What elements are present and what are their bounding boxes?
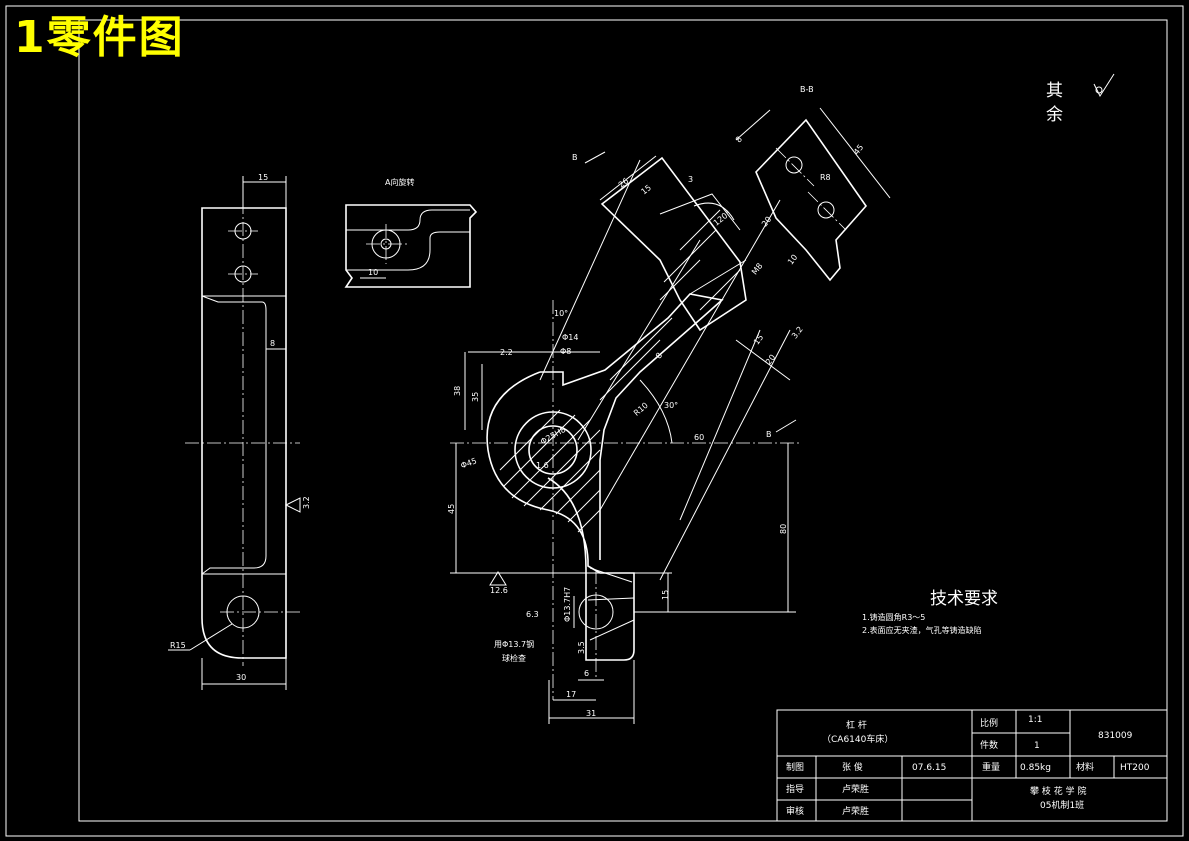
rest-text-2: 余: [1046, 105, 1063, 125]
material-value: HT200: [1120, 763, 1150, 773]
qty-label: 件数: [980, 739, 998, 751]
machine-name: （CA6140车床）: [822, 733, 893, 745]
inner-border: [78, 19, 1168, 822]
dim-r15: R15: [170, 641, 186, 650]
review-label: 审核: [786, 805, 804, 817]
title-block: 杠 杆 （CA6140车床） 比例 1:1 件数 1 831009 制图 张 俊…: [776, 709, 1168, 822]
rough-32: 3.2: [302, 496, 311, 509]
dim-2-2: 2.2: [500, 348, 513, 357]
tech-line-1: 1.铸造圆角R3～5: [862, 612, 925, 622]
dim-6: 6: [584, 669, 589, 678]
dim-13-7h7: Φ13.7H7: [563, 587, 572, 622]
dim-14: Φ14: [562, 333, 578, 342]
ball-note-2: 球检查: [502, 653, 526, 663]
date: 07.6.15: [912, 763, 946, 773]
rest-roughness-symbol: [1093, 73, 1115, 98]
drawn-label: 制图: [786, 761, 804, 773]
dim-6-3: 6.3: [526, 610, 539, 619]
dim-30-bottom: 30: [236, 673, 246, 682]
guide-label: 指导: [786, 783, 804, 795]
outer-border: [5, 5, 1184, 837]
rough-12-6: 12.6: [490, 586, 508, 595]
dim-120deg: 120°: [712, 209, 733, 228]
rotated-view: A向旋转 10: [344, 177, 478, 288]
dim-80: 80: [779, 524, 788, 534]
tech-line-2: 2.表面应无夹渣，气孔等铸造缺陷: [862, 625, 982, 635]
dim-35: 35: [471, 392, 480, 402]
section-bb: B-B 8 45 R8: [734, 85, 891, 282]
scale-value: 1:1: [1028, 715, 1042, 725]
drawing-number: 831009: [1098, 731, 1133, 741]
dim-45-dia: Φ45: [459, 456, 478, 470]
dim-10-b: 10: [786, 253, 799, 267]
rotated-view-label: A向旋转: [385, 177, 414, 187]
guide-name: 卢荣胜: [842, 783, 869, 795]
section-label: B-B: [800, 85, 814, 94]
dim-45-b: 45: [852, 143, 865, 157]
dim-8-side: 8: [270, 339, 275, 348]
class-name: 05机制1班: [1040, 799, 1084, 811]
left-view: 15 8 30 R15 3.2: [168, 173, 311, 690]
main-view: B B 10° Φ14 Φ8 2.2 38 35 Φ25H8 Φ45 1.6 4…: [447, 151, 805, 724]
school-name: 攀 枝 花 学 院: [1030, 785, 1086, 797]
scale-label: 比例: [980, 717, 998, 729]
dim-15-ang: 15: [639, 183, 653, 196]
dim-38: 38: [453, 386, 462, 396]
dim-m8: M8: [750, 261, 764, 276]
dim-20-a: 20: [760, 215, 773, 229]
ball-note-1: 用Φ13.7钢: [494, 639, 534, 649]
material-label: 材料: [1076, 761, 1094, 773]
dim-20-b: 20: [764, 353, 777, 367]
dim-15-r: 15: [661, 590, 670, 600]
dim-3: 3: [688, 175, 693, 184]
dim-3-5: 3.5: [577, 641, 586, 654]
dim-60: 60: [694, 433, 704, 442]
dim-31: 31: [586, 709, 596, 718]
rest-text-1: 其: [1046, 81, 1063, 101]
dim-r10: R10: [632, 401, 650, 418]
part-name: 杠 杆: [846, 719, 867, 731]
dim-r8: R8: [820, 173, 831, 182]
cut-label-b-right: B: [766, 430, 772, 439]
dim-10deg: 10°: [554, 309, 568, 318]
hatching: [499, 209, 741, 641]
dim-8-c: 8: [734, 135, 744, 145]
qty-value: 1: [1034, 741, 1040, 751]
review-name: 卢荣胜: [842, 805, 869, 817]
drawn-name: 张 俊: [842, 761, 863, 773]
angle-30: 30°: [664, 401, 678, 410]
dim-1-6: 1.6: [536, 461, 549, 470]
cut-label-b-top: B: [572, 153, 578, 162]
dim-17: 17: [566, 690, 576, 699]
weight-value: 0.85kg: [1020, 763, 1051, 773]
page-title: 1零件图: [14, 12, 185, 63]
dim-10-a: 10: [368, 268, 378, 277]
rough-3-2-b: 3.2: [790, 325, 805, 341]
weight-label: 重量: [982, 761, 1000, 773]
dim-45: 45: [447, 504, 456, 514]
dim-15-top: 15: [258, 173, 268, 182]
dim-8-b: 8: [654, 351, 664, 361]
tech-heading: 技术要求: [930, 589, 998, 609]
